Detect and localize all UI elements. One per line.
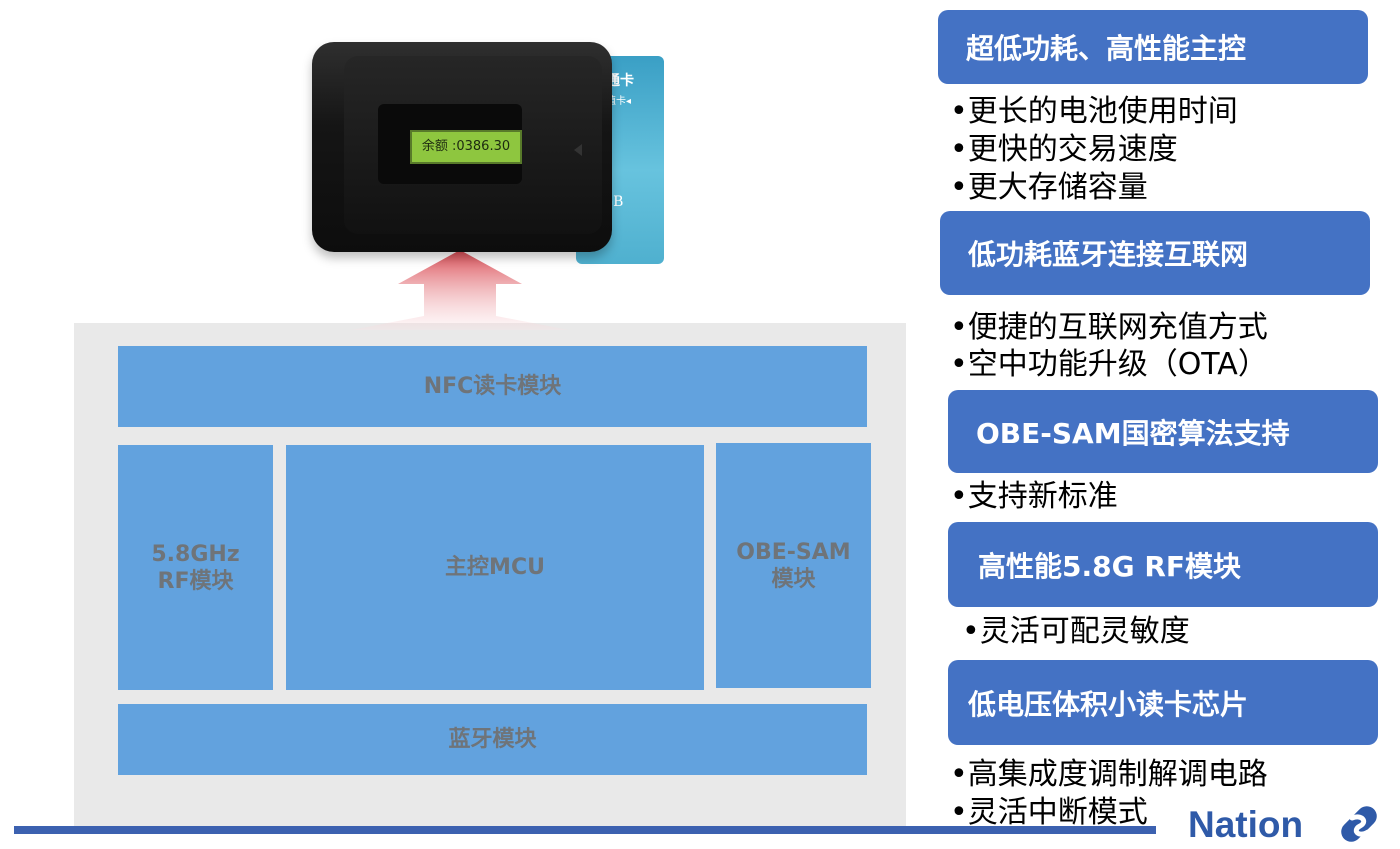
feature-bullet: •支持新标准 — [950, 479, 1118, 514]
lcd-display: 余额 :0386.30 — [410, 130, 522, 164]
feature-header-rf: 高性能5.8G RF模块 — [948, 522, 1378, 607]
feature-bullet: •更长的电池使用时间 — [950, 94, 1238, 129]
card-slot-indicator — [574, 144, 582, 156]
footer-rule — [14, 826, 1156, 834]
rf-module-block: 5.8GHz RF模块 — [118, 445, 273, 690]
bluetooth-module-block: 蓝牙模块 — [118, 704, 867, 775]
card-reader-device-image: 通卡 值卡◂ GB 余额 :0386.30 — [306, 40, 666, 264]
mcu-module-block: 主控MCU — [286, 445, 704, 690]
feature-header-bluetooth: 低功耗蓝牙连接互联网 — [940, 211, 1370, 295]
feature-bullet: •便捷的互联网充值方式 — [950, 310, 1268, 345]
feature-bullet: •更大存储容量 — [950, 170, 1148, 205]
brand-logo-text: Nation — [1188, 804, 1304, 845]
feature-header-mcu: 超低功耗、高性能主控 — [938, 10, 1368, 84]
feature-bullet: •更快的交易速度 — [950, 132, 1178, 167]
feature-bullet: •高集成度调制解调电路 — [950, 757, 1268, 792]
up-arrow — [351, 250, 569, 330]
feature-bullet: •空中功能升级（OTA） — [950, 347, 1268, 382]
feature-header-sam: OBE-SAM国密算法支持 — [948, 390, 1378, 473]
sam-module-block: OBE-SAM 模块 — [716, 443, 871, 688]
feature-bullet: •灵活中断模式 — [950, 795, 1148, 830]
brand-logo-icon — [1341, 806, 1377, 842]
nfc-module-block: NFC读卡模块 — [118, 346, 867, 427]
feature-header-reader-chip: 低电压体积小读卡芯片 — [948, 660, 1378, 745]
card-subtitle-text: 值卡◂ — [606, 96, 632, 107]
card-title-text: 通卡 — [606, 73, 634, 89]
feature-bullet: •灵活可配灵敏度 — [962, 614, 1190, 649]
